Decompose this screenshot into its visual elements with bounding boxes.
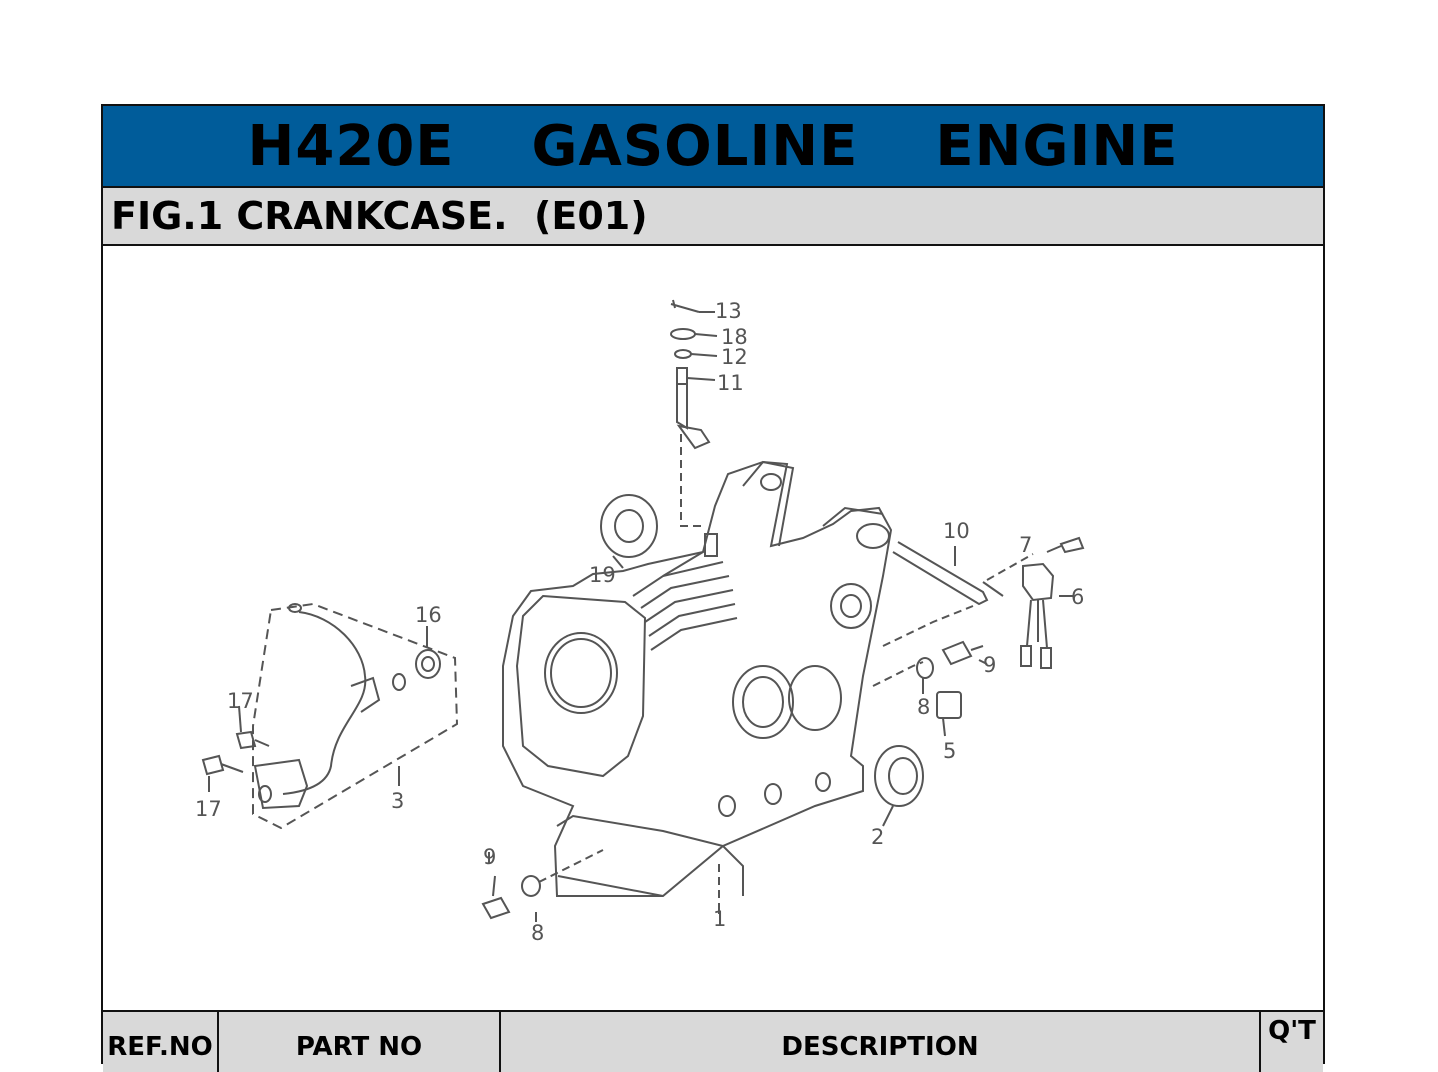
callout-labels: 13 18 12 11 10 7 6 19 16 17 17 3 9 8 5 2… xyxy=(195,299,1084,945)
callout-6: 6 xyxy=(1071,585,1084,609)
title-bar: H420E GASOLINE ENGINE xyxy=(103,106,1323,188)
oil-alert-switch-6 xyxy=(1020,562,1055,669)
callout-18: 18 xyxy=(721,325,748,349)
drain-plug-9-bottom xyxy=(481,875,511,920)
callout-11: 11 xyxy=(717,371,744,395)
col-ref-no: REF.NO xyxy=(103,1012,219,1072)
col-qty: Q'T xyxy=(1268,1016,1316,1046)
dipstick-assembly xyxy=(670,299,711,450)
callout-9-bottom: 9 xyxy=(483,845,496,869)
callout-8-right: 8 xyxy=(917,695,930,719)
figure-bar: FIG.1 CRANKCASE. (E01) xyxy=(103,188,1323,246)
bolt-17-upper xyxy=(235,730,270,750)
callout-13: 13 xyxy=(715,299,742,323)
crankcase-body xyxy=(502,460,893,897)
callout-2: 2 xyxy=(871,825,884,849)
callout-10: 10 xyxy=(943,519,970,543)
oil-seal-19 xyxy=(600,494,658,558)
parts-sheet: H420E GASOLINE ENGINE FIG.1 CRANKCASE. (… xyxy=(101,104,1325,1072)
oil-seal-2 xyxy=(874,745,924,807)
callout-7: 7 xyxy=(1019,533,1032,557)
parts-table-header: REF.NO PART NO DESCRIPTION Q'T xyxy=(103,1010,1323,1072)
crankcase-illustration: 13 18 12 11 10 7 6 19 16 17 17 3 9 8 5 2… xyxy=(195,299,1085,945)
callout-17-lower: 17 xyxy=(195,797,222,821)
callout-3: 3 xyxy=(391,789,404,813)
exploded-diagram: 13 18 12 11 10 7 6 19 16 17 17 3 9 8 5 2… xyxy=(103,246,1323,1012)
page-title: H420E GASOLINE ENGINE xyxy=(247,113,1179,179)
drain-plug-9-right xyxy=(941,640,984,666)
callout-19: 19 xyxy=(589,563,616,587)
callout-5: 5 xyxy=(943,739,956,763)
bolt-7 xyxy=(1046,536,1085,554)
governor-arm-10 xyxy=(892,541,1004,606)
callout-17-upper: 17 xyxy=(227,689,254,713)
nut-16 xyxy=(415,649,441,679)
callout-16: 16 xyxy=(415,603,442,627)
callout-12: 12 xyxy=(721,345,748,369)
figure-title: FIG.1 CRANKCASE. (E01) xyxy=(111,194,648,238)
bolt-17-lower xyxy=(201,754,244,776)
callout-9-right: 9 xyxy=(983,653,996,677)
callout-8-bottom: 8 xyxy=(531,921,544,945)
col-part-no: PART NO xyxy=(219,1012,501,1072)
col-description: DESCRIPTION xyxy=(501,1012,1261,1072)
callout-1: 1 xyxy=(713,907,726,931)
washer-8-right xyxy=(916,657,934,679)
washer-8-bottom xyxy=(521,875,541,897)
cap-5 xyxy=(936,691,962,719)
